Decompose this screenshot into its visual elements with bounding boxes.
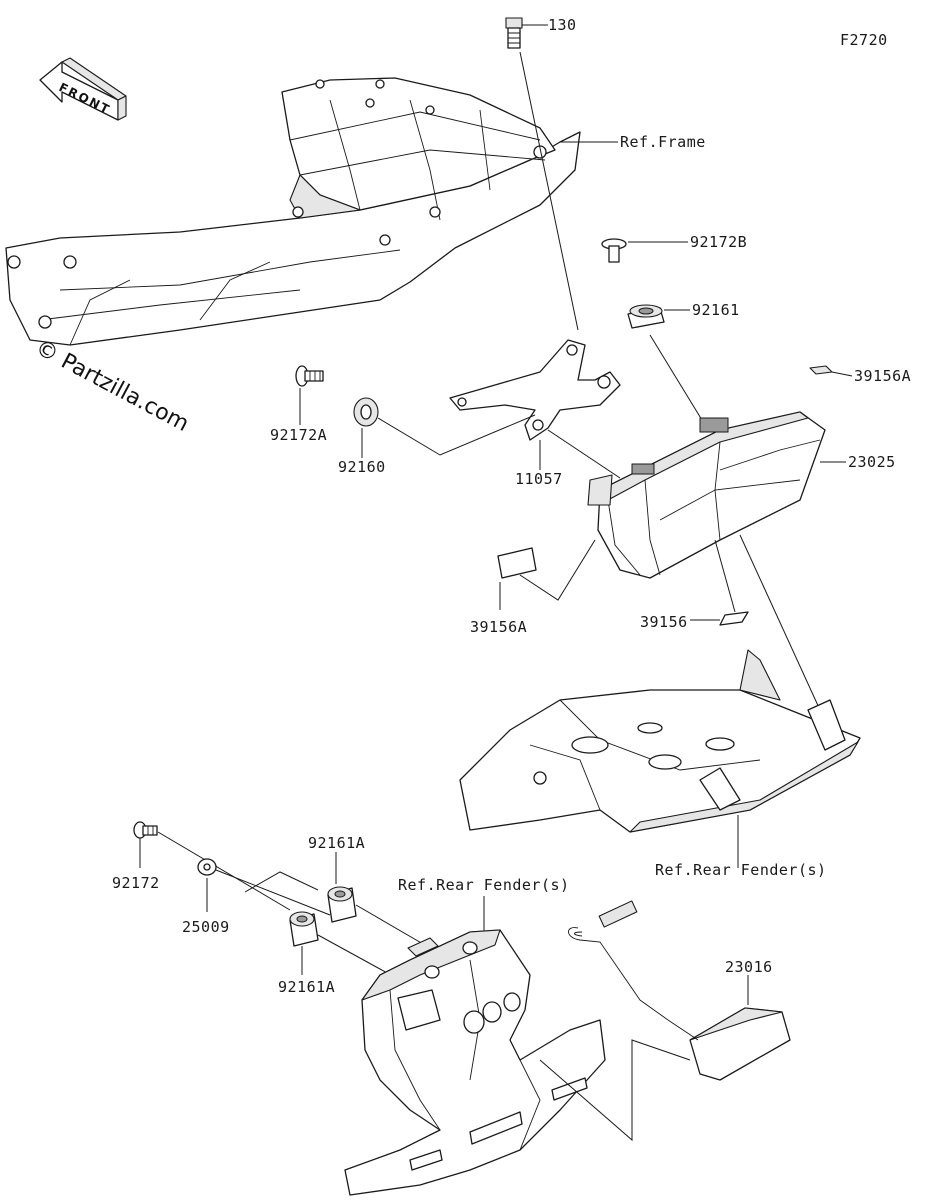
rear-subframe (5, 77, 581, 346)
label-ref-frame: Ref.Frame (620, 133, 706, 151)
label-92160: 92160 (338, 458, 386, 476)
bolt-130 (505, 17, 523, 49)
label-ref-rear-fender-center: Ref.Rear Fender(s) (398, 876, 570, 894)
label-92172: 92172 (112, 874, 160, 892)
pad-39156a-top (809, 365, 833, 375)
label-25009: 25009 (182, 918, 230, 936)
label-39156: 39156 (640, 613, 688, 631)
grommet-92161a-bottom (289, 911, 319, 947)
label-92161a-top: 92161A (308, 834, 365, 852)
figure-code: F2720 (840, 31, 888, 49)
label-39156a-top: 39156A (854, 367, 911, 385)
washer-25009 (197, 858, 217, 876)
grommet-92161a-top (327, 886, 357, 923)
label-92161: 92161 (692, 301, 740, 319)
pad-39156 (719, 611, 749, 626)
label-130: 130 (548, 16, 577, 34)
license-light-23016 (568, 900, 791, 1081)
grommet-92160 (353, 397, 379, 427)
label-23016: 23016 (725, 958, 773, 976)
rear-fender-upper (459, 649, 861, 833)
label-92161a-bottom: 92161A (278, 978, 335, 996)
screw-92172b (601, 238, 627, 263)
license-plate-bracket (344, 929, 606, 1196)
pad-39156a-bottom (497, 547, 537, 579)
label-23025: 23025 (848, 453, 896, 471)
label-39156a-bottom: 39156A (470, 618, 527, 636)
tail-light-23025 (587, 411, 826, 579)
bracket-11057 (449, 339, 621, 441)
screw-92172a (295, 365, 324, 387)
screw-92172 (133, 821, 158, 839)
label-11057: 11057 (515, 470, 563, 488)
label-92172b: 92172B (690, 233, 747, 251)
label-92172a: 92172A (270, 426, 327, 444)
label-ref-rear-fender-right: Ref.Rear Fender(s) (655, 861, 827, 879)
front-arrow-icon: FRONT (39, 57, 127, 121)
grommet-92161 (627, 304, 665, 329)
watermark: © Partzilla.com (31, 335, 193, 437)
